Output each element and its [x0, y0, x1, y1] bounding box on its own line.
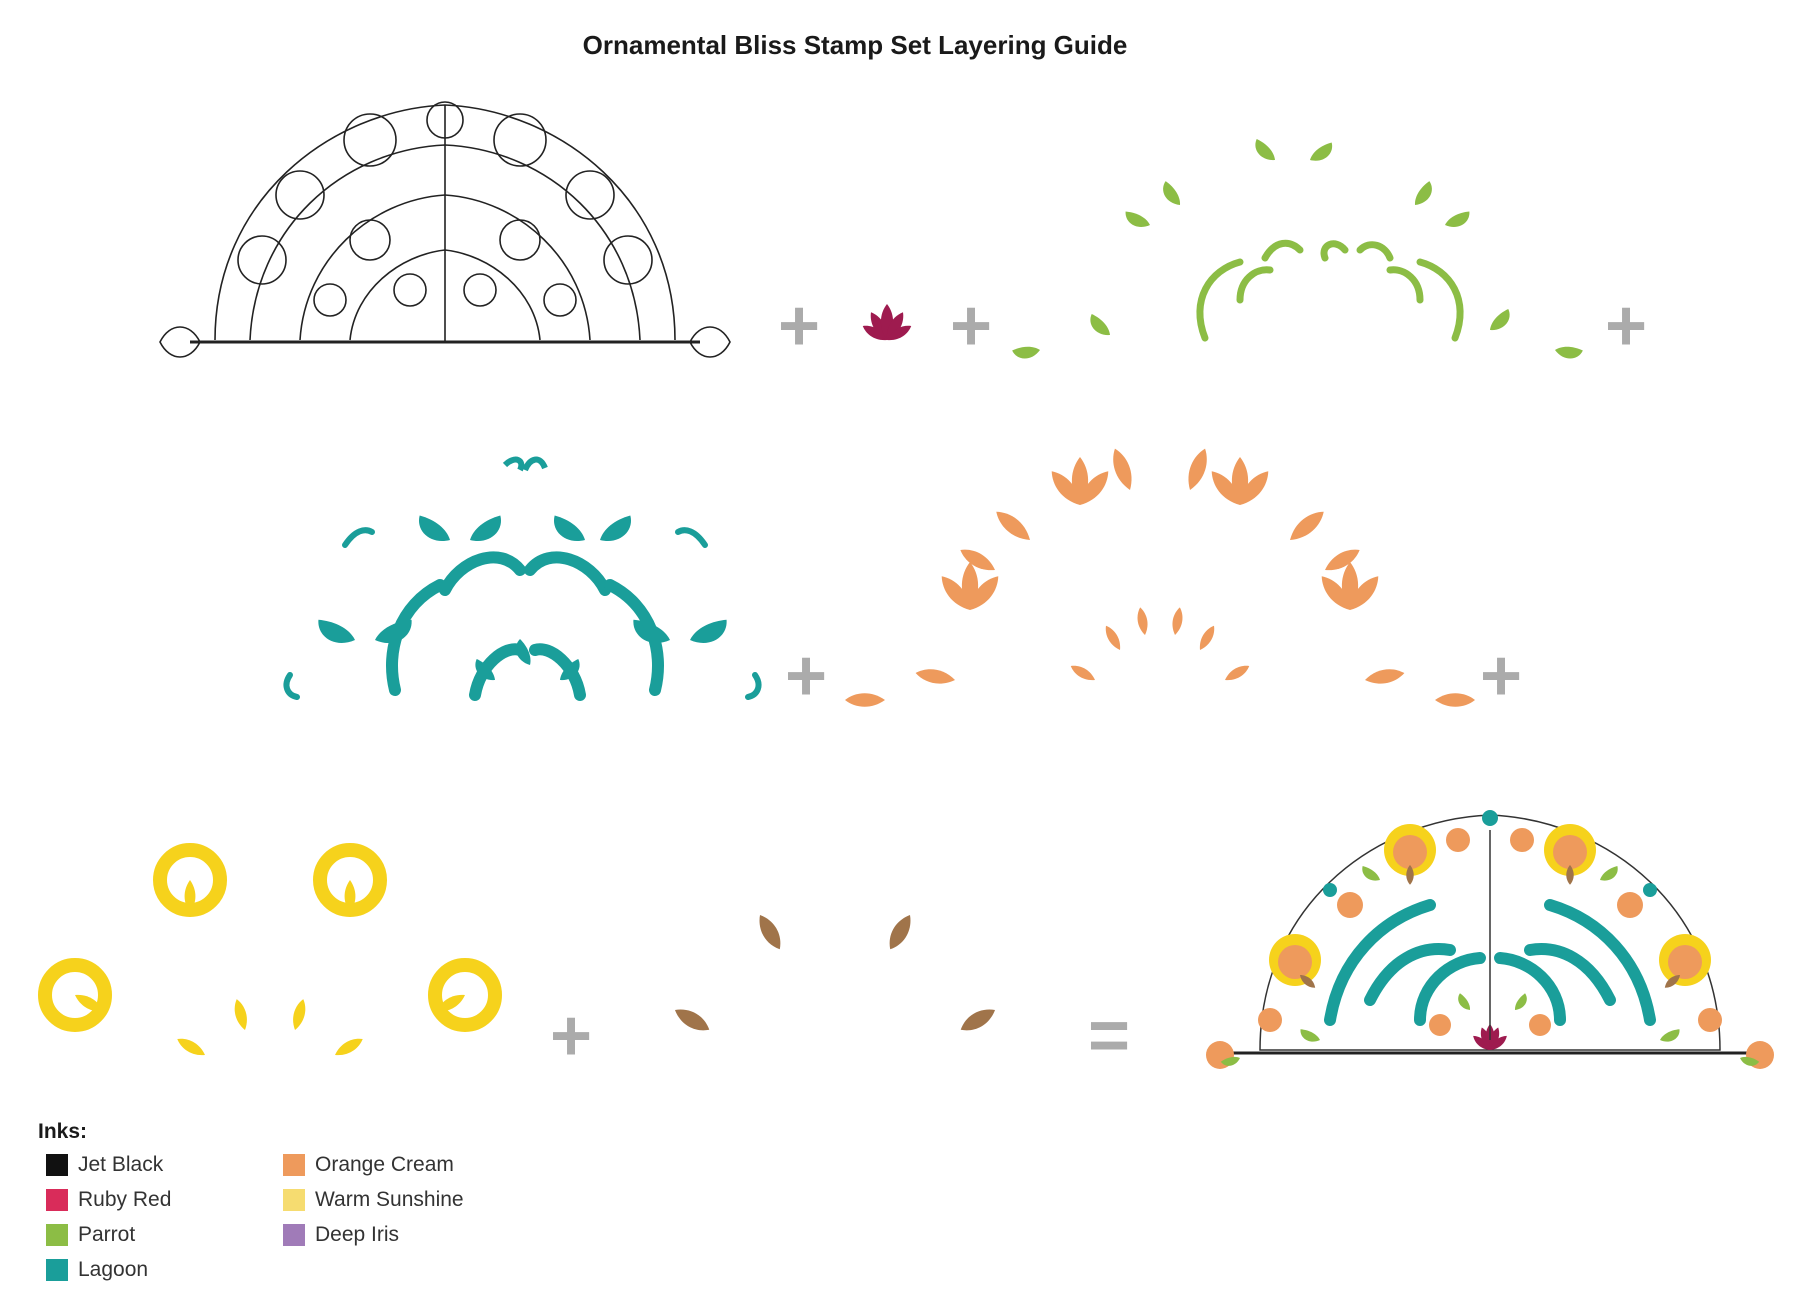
color-swatch: [283, 1189, 305, 1211]
plus-sign-2: +: [950, 286, 993, 366]
legend-item-orange-cream: Orange Cream: [283, 1150, 454, 1180]
legend-item-jet-black: Jet Black: [46, 1150, 163, 1180]
plus-sign-1: +: [778, 286, 821, 366]
plus-sign-4: +: [785, 636, 828, 716]
brown-drops-stamp: [671, 911, 999, 1037]
legend-item-warm-sunshine: Warm Sunshine: [283, 1185, 464, 1215]
legend-title: Inks:: [38, 1120, 88, 1143]
legend-item-label: Parrot: [78, 1223, 136, 1246]
ruby-red-flower-stamp: [860, 304, 914, 345]
legend-item-parrot: Parrot: [46, 1220, 135, 1250]
legend-item-label: Lagoon: [78, 1258, 149, 1281]
color-swatch: [46, 1189, 68, 1211]
orange-cream-petals-stamp: [845, 446, 1475, 707]
plus-sign-3: +: [1605, 286, 1648, 366]
color-swatch: [283, 1154, 305, 1176]
color-swatch: [46, 1259, 68, 1281]
legend-item-label: Warm Sunshine: [315, 1188, 464, 1211]
lagoon-flourish-stamp: [283, 456, 762, 701]
color-swatch: [283, 1224, 305, 1246]
parrot-leaves-stamp: [1010, 135, 1585, 364]
color-swatch: [46, 1224, 68, 1246]
plus-sign-6: +: [550, 996, 593, 1076]
outline-fan-stamp: [159, 101, 731, 358]
page-title: Ornamental Bliss Stamp Set Layering Guid…: [582, 30, 1128, 60]
ink-legend: Inks: Jet Black Ruby Red Parrot Lagoon O…: [38, 1120, 558, 1290]
plus-sign-5: +: [1480, 636, 1523, 716]
warm-sunshine-flowers-stamp: [38, 843, 502, 1060]
legend-item-label: Ruby Red: [78, 1188, 172, 1211]
legend-item-deep-iris: Deep Iris: [283, 1220, 399, 1250]
legend-item-lagoon: Lagoon: [46, 1255, 148, 1285]
legend-item-ruby-red: Ruby Red: [46, 1185, 171, 1215]
color-swatch: [46, 1154, 68, 1176]
legend-item-label: Deep Iris: [315, 1223, 400, 1246]
legend-item-label: Jet Black: [78, 1153, 164, 1176]
equals-sign: =: [1088, 996, 1131, 1076]
legend-item-label: Orange Cream: [315, 1153, 454, 1176]
finished-colored-fan: [1206, 810, 1774, 1069]
